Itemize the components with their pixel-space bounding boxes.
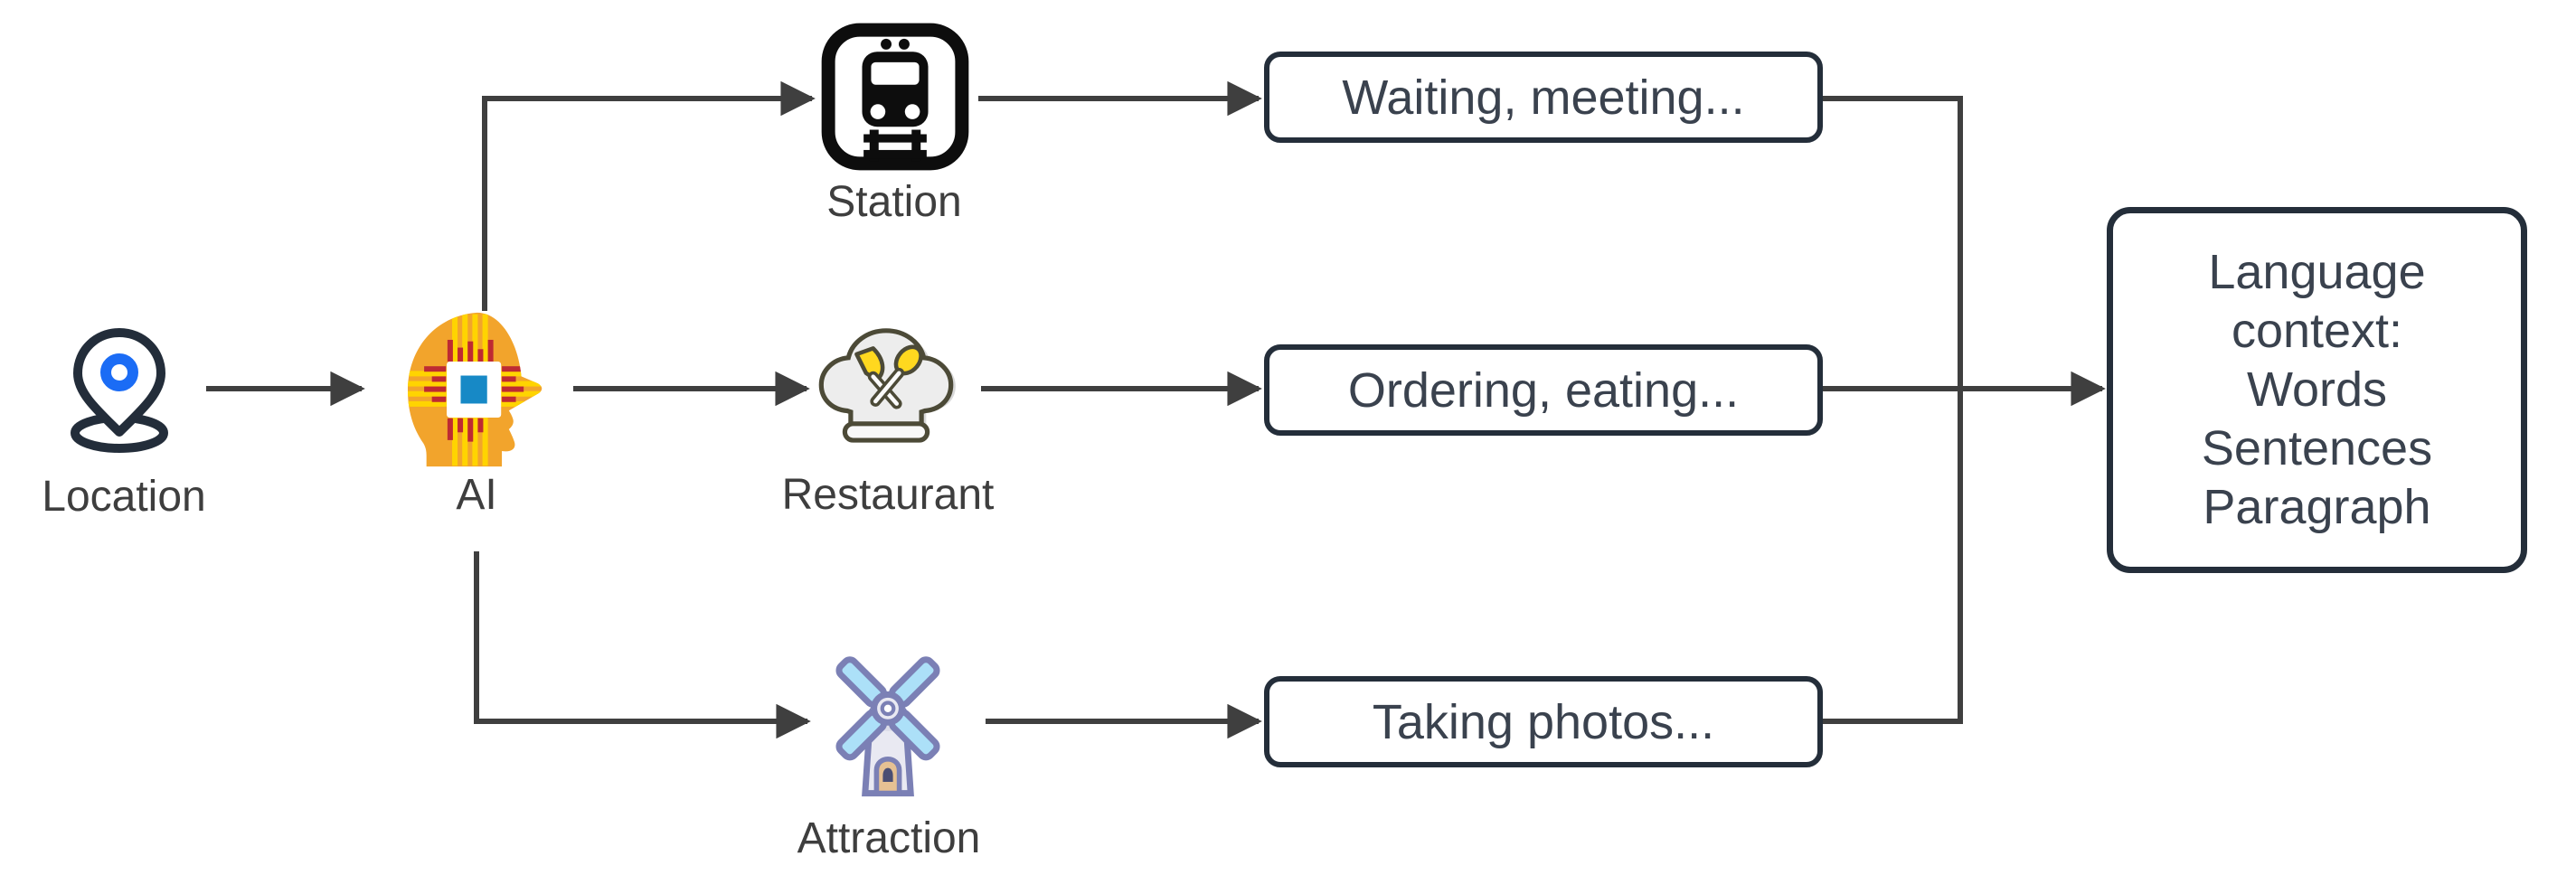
train-station-icon <box>821 23 969 171</box>
location-label: Location <box>42 473 206 521</box>
attraction-label: Attraction <box>797 814 981 862</box>
ai-trace-red <box>424 339 524 442</box>
hat-body <box>818 328 954 428</box>
collector-line <box>1823 96 1963 724</box>
crossed-utensils <box>854 344 923 409</box>
language-context-box: Language context: Words Sentences Paragr… <box>2107 207 2527 573</box>
arrow-ai-to-attraction <box>474 551 811 739</box>
activity-box-photos: Taking photos... <box>1264 676 1823 767</box>
pin-ring <box>100 353 138 391</box>
ai-label: AI <box>456 471 497 519</box>
ai-chip-core <box>460 375 487 404</box>
activity-box-waiting: Waiting, meeting... <box>1264 52 1823 143</box>
result-line: Paragraph <box>2203 480 2431 534</box>
result-line: Sentences <box>2201 421 2433 475</box>
hat-band <box>842 421 930 443</box>
result-line: context: <box>2231 304 2403 358</box>
arrow-ai-to-station <box>482 80 816 311</box>
location-pin-icon <box>71 328 168 453</box>
result-line: Words <box>2246 362 2388 417</box>
chef-hat-icon <box>818 328 956 443</box>
ai-head-chip-icon <box>408 312 543 467</box>
result-line: Language <box>2208 245 2426 299</box>
station-label: Station <box>826 178 962 226</box>
activity-box-ordering: Ordering, eating... <box>1264 344 1823 436</box>
windmill-door-window <box>882 767 893 782</box>
windmill-icon <box>835 656 940 797</box>
restaurant-label: Restaurant <box>781 471 995 519</box>
